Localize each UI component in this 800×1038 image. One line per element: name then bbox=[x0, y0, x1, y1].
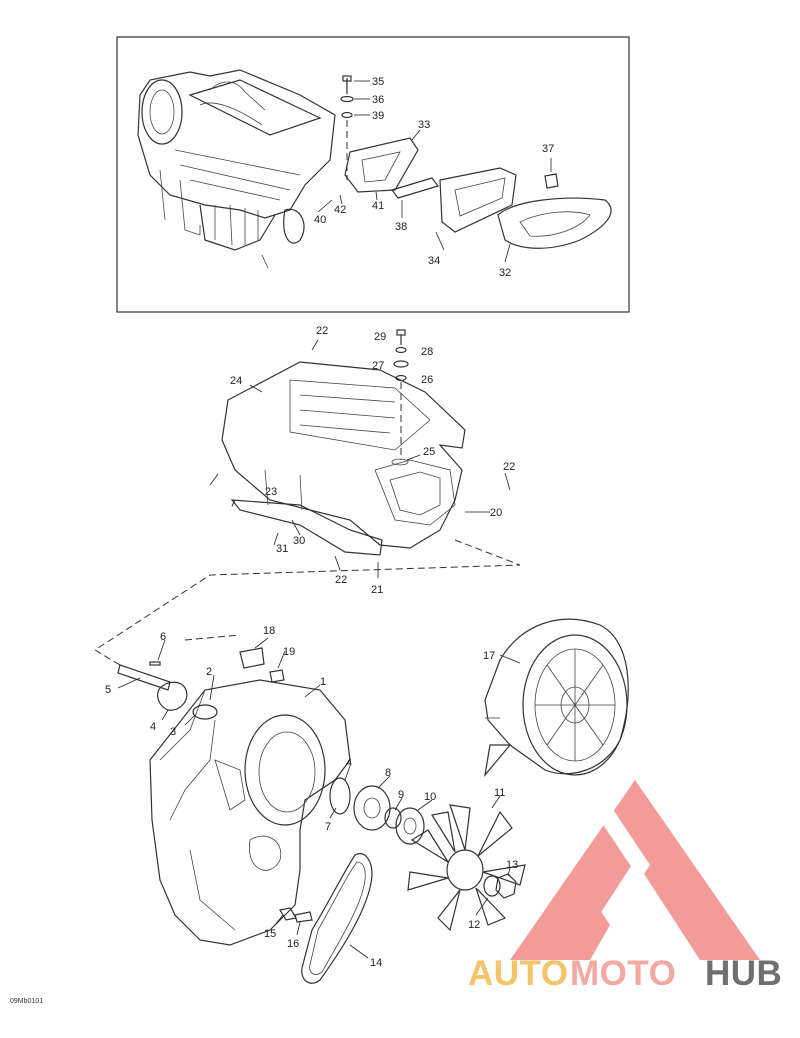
part-10-washer bbox=[395, 807, 425, 845]
part-32-silencer bbox=[497, 197, 612, 249]
part-8-pulley bbox=[353, 785, 391, 831]
part-24-engine-cover bbox=[221, 361, 466, 549]
part-16-bolt bbox=[294, 911, 313, 923]
watermark-hub: HUB bbox=[705, 954, 782, 993]
fastener-stack-2 bbox=[393, 329, 409, 460]
callout-41: 41 bbox=[372, 200, 384, 212]
valve-cover-assembly bbox=[94, 329, 521, 651]
part-4-bearing-b bbox=[329, 777, 351, 815]
callout-28: 28 bbox=[421, 346, 433, 358]
callout-3: 3 bbox=[170, 726, 176, 738]
callout-27: 27 bbox=[372, 360, 384, 372]
callout-32: 32 bbox=[499, 267, 511, 279]
callout-42: 42 bbox=[334, 204, 346, 216]
callout-20: 20 bbox=[490, 507, 502, 519]
callout-39: 39 bbox=[372, 110, 384, 122]
callout-18: 18 bbox=[263, 625, 275, 637]
part-14-belt bbox=[301, 853, 373, 984]
callout-17: 17 bbox=[483, 650, 495, 662]
callout-6: 6 bbox=[160, 631, 166, 643]
callout-2: 2 bbox=[206, 666, 212, 678]
callout-22a: 22 bbox=[316, 325, 328, 337]
part-33-intake-housing bbox=[344, 137, 419, 193]
figure-code: 09Mb0101 bbox=[10, 998, 43, 1005]
part-18-clip bbox=[239, 647, 265, 669]
watermark-moto: MOTO bbox=[570, 954, 676, 993]
callout-36: 36 bbox=[372, 94, 384, 106]
callout-8: 8 bbox=[385, 767, 391, 779]
callout-31: 31 bbox=[276, 543, 288, 555]
callout-13: 13 bbox=[506, 859, 518, 871]
callout-40: 40 bbox=[314, 214, 326, 226]
part-17-fan-shroud bbox=[484, 618, 629, 778]
part-34-air-box bbox=[439, 167, 517, 233]
callout-23: 23 bbox=[265, 486, 277, 498]
callout-labels: 35 36 39 33 37 40 42 41 38 34 32 22 29 2… bbox=[105, 76, 554, 969]
callout-22b: 22 bbox=[503, 461, 515, 473]
part-38-filter bbox=[391, 177, 439, 199]
callout-14: 14 bbox=[370, 957, 382, 969]
callout-10: 10 bbox=[424, 791, 436, 803]
part-6-key bbox=[149, 661, 161, 666]
callout-22c: 22 bbox=[335, 574, 347, 586]
part-30-bracket bbox=[230, 499, 383, 556]
callout-16: 16 bbox=[287, 938, 299, 950]
callout-24: 24 bbox=[230, 375, 242, 387]
callout-12: 12 bbox=[468, 919, 480, 931]
callout-1: 1 bbox=[320, 676, 326, 688]
callout-4a: 4 bbox=[150, 721, 156, 733]
air-intake-assembly bbox=[116, 36, 630, 313]
part-12-washer bbox=[483, 875, 501, 897]
callout-21: 21 bbox=[371, 584, 383, 596]
callout-5: 5 bbox=[105, 684, 111, 696]
callout-25: 25 bbox=[423, 446, 435, 458]
part-5-shaft bbox=[117, 664, 171, 691]
callout-38: 38 bbox=[395, 221, 407, 233]
callout-26: 26 bbox=[421, 374, 433, 386]
part-3-seal bbox=[192, 704, 218, 720]
top-panel-frame bbox=[116, 36, 630, 313]
part-19-bolt bbox=[269, 669, 285, 683]
callout-15: 15 bbox=[264, 928, 276, 940]
fastener-stack bbox=[340, 75, 370, 180]
fan-assembly bbox=[94, 618, 629, 984]
part-4-bearing bbox=[157, 681, 188, 711]
callout-37: 37 bbox=[542, 143, 554, 155]
callout-9: 9 bbox=[398, 789, 404, 801]
part-1-fan-housing bbox=[149, 679, 351, 946]
logo-triangle-icon bbox=[510, 780, 760, 960]
callout-19: 19 bbox=[283, 646, 295, 658]
callout-11: 11 bbox=[494, 787, 505, 799]
watermark-auto: AUTO bbox=[468, 954, 569, 993]
callout-4b: 4 bbox=[346, 757, 352, 769]
engine-illustration bbox=[137, 69, 336, 269]
callout-34: 34 bbox=[428, 255, 440, 267]
part-37-clamp bbox=[544, 173, 559, 189]
part-9-spacer bbox=[384, 807, 402, 829]
callout-29: 29 bbox=[374, 331, 386, 343]
callout-35: 35 bbox=[372, 76, 384, 88]
watermark-logo: AUTO MOTO HUB bbox=[468, 780, 782, 993]
part-13-nut bbox=[495, 873, 517, 899]
callout-30: 30 bbox=[293, 535, 305, 547]
callout-7: 7 bbox=[325, 821, 331, 833]
callout-33: 33 bbox=[418, 119, 430, 131]
